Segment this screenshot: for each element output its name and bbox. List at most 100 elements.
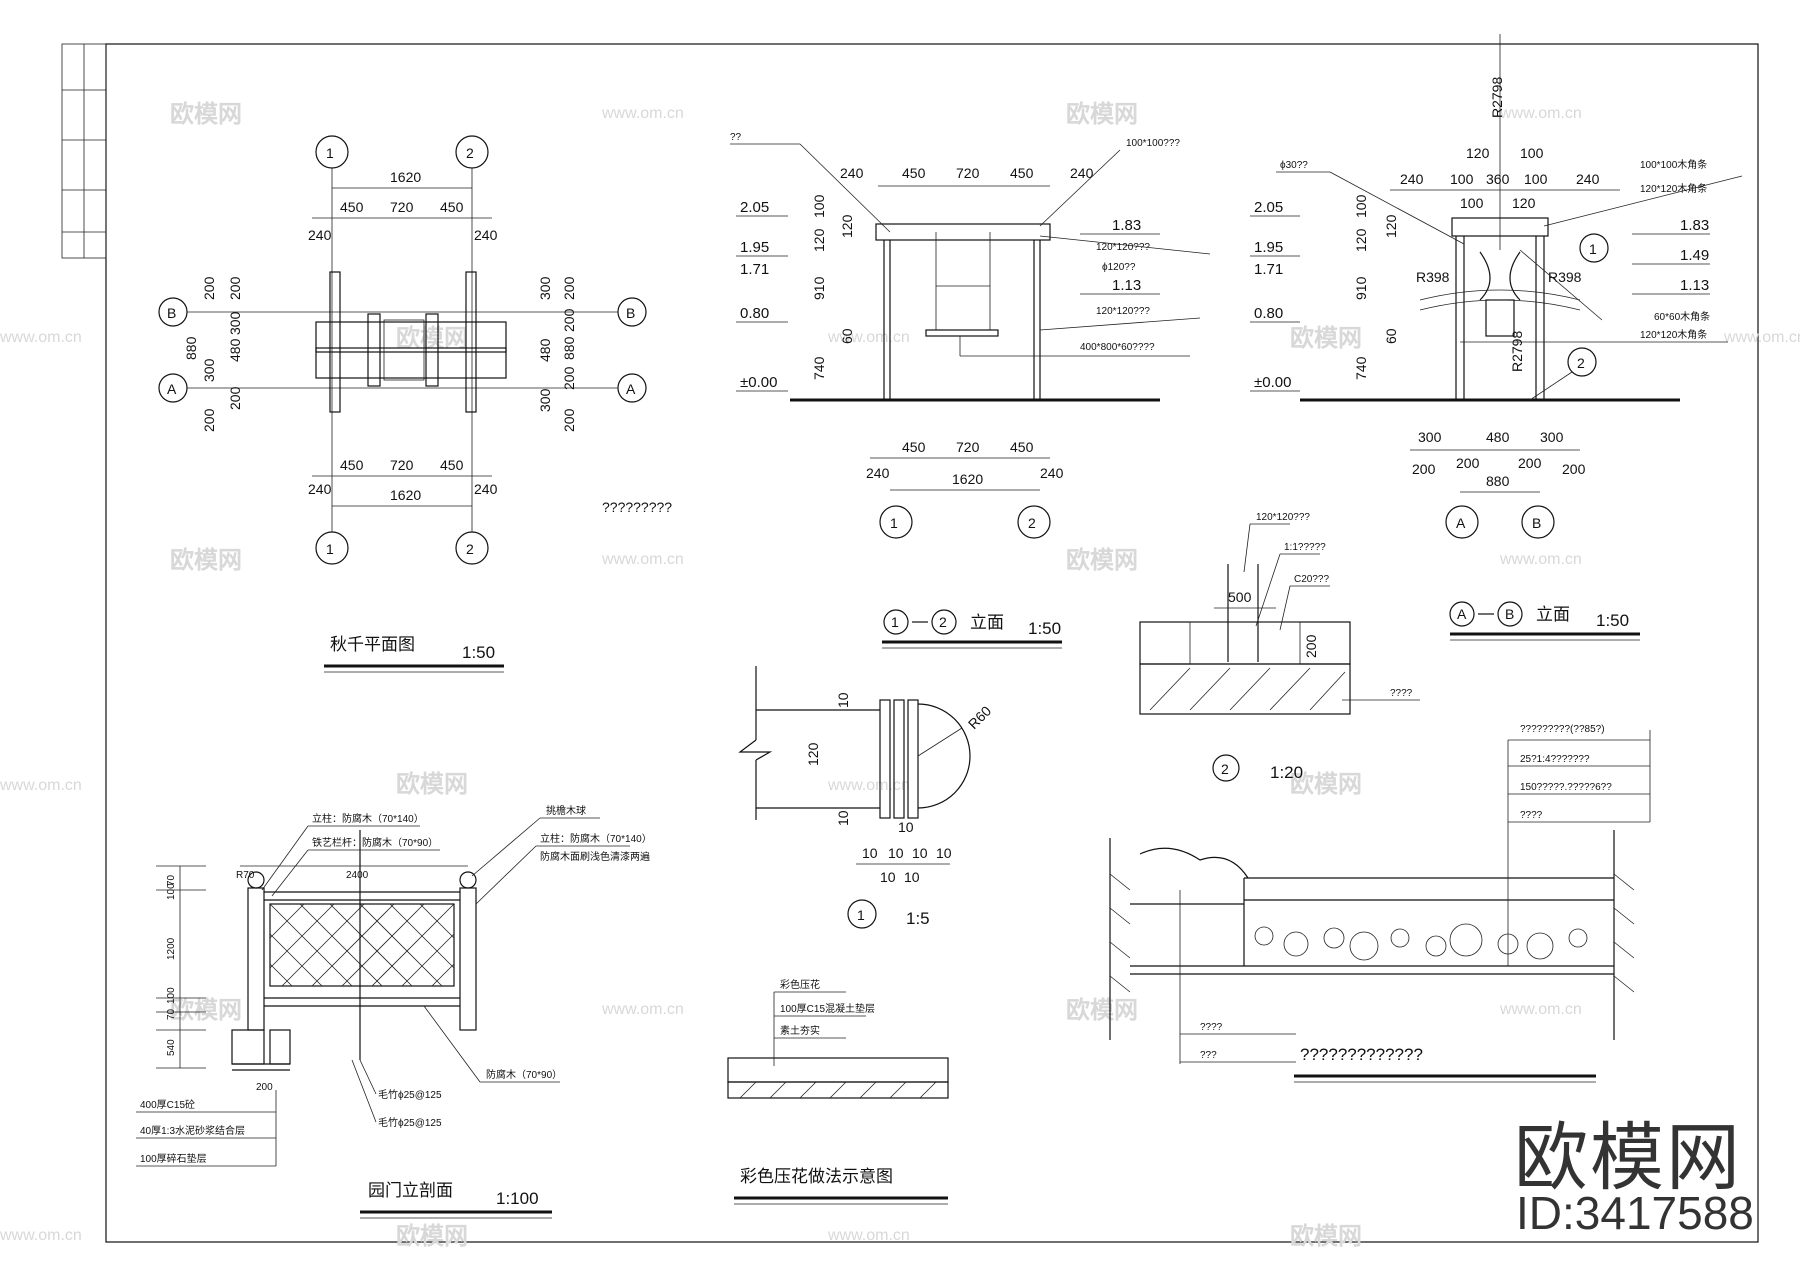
- dim-plan-x: 450: [440, 199, 464, 215]
- watermark-brand: 欧模网: [396, 324, 468, 352]
- elevab-title-a: A: [1457, 606, 1467, 622]
- radius-label: R2798: [1489, 77, 1505, 118]
- section-left-note: ???: [1200, 1050, 1217, 1061]
- vdim-elev12: 740: [811, 356, 827, 380]
- gate-vdim: 1200: [166, 937, 177, 960]
- vdim-elevab: 60: [1383, 328, 1399, 344]
- note-elevab: 60*60木角条: [1654, 310, 1710, 323]
- watermark-brand: 欧模网: [396, 770, 468, 798]
- gate-legend: 400厚C15砼: [140, 1098, 195, 1111]
- watermark-url: www.om.cn: [0, 329, 82, 346]
- dim-plan-y: 300: [201, 358, 217, 382]
- vdim-elev12: 910: [811, 276, 827, 300]
- note-elev12: 100*100???: [1126, 138, 1180, 149]
- note-detail2: C20???: [1294, 574, 1329, 585]
- detail1-radius: R60: [965, 702, 995, 732]
- callout-label: 1: [1589, 241, 1597, 257]
- elevation-1-2: 240 450 720 450 240 2.05 1.95 1.71 0.80 …: [730, 132, 1211, 649]
- dim-elev12-total: 1620: [952, 471, 983, 487]
- gate-note: 防腐木面刷浅色清漆两遍: [540, 850, 650, 863]
- dim-plan-x: 450: [440, 457, 464, 473]
- dim-elev12-top: 450: [902, 165, 926, 181]
- level-mark: 2.05: [740, 199, 769, 216]
- dim-elev12-bottom: 450: [902, 439, 926, 455]
- right-level: 1.13: [1112, 277, 1141, 294]
- cross-section-detail: ?????????(??85?) 25?1:4??????? 150?????.…: [1109, 724, 1651, 1083]
- watermark-url: www.om.cn: [1499, 105, 1582, 122]
- dim-elevab-small: 200: [1456, 455, 1480, 471]
- elevab-scale: 1:50: [1596, 611, 1629, 630]
- detail-1-rod-end: R60 120 10 10 10 10 10 10 10 10 10 1 1:5: [738, 666, 995, 929]
- vdim-elevab: 910: [1353, 276, 1369, 300]
- detail1-dim: 10: [912, 845, 928, 861]
- gate-note: 立柱：防腐木（70*140）: [540, 832, 652, 845]
- dim-plan-total: 1620: [390, 169, 421, 185]
- callout-label: 2: [1577, 355, 1585, 371]
- dim-plan-y: 200: [561, 276, 577, 300]
- note-elev12: 120*120???: [1096, 306, 1150, 317]
- dim-elevab-small: 200: [1518, 455, 1542, 471]
- dim-plan-y: 200: [227, 386, 243, 410]
- detail2-scale: 1:20: [1270, 763, 1303, 782]
- elev12-scale: 1:50: [1028, 619, 1061, 638]
- gate-footing: 200: [256, 1082, 273, 1093]
- gate-bar: 毛竹ϕ25@125: [378, 1088, 442, 1101]
- dim-elevab-top: 240: [1576, 171, 1600, 187]
- dim-detail2: 200: [1303, 634, 1319, 658]
- dim-elev12-top: 240: [840, 165, 864, 181]
- detail1-label: 1: [857, 907, 865, 923]
- elev12-title-word: 立面: [970, 613, 1004, 632]
- watermark-url: www.om.cn: [1499, 1001, 1582, 1018]
- dim-plan-y: 480: [537, 338, 553, 362]
- detail1-dim: 10: [904, 869, 920, 885]
- watermark-url: www.om.cn: [601, 105, 684, 122]
- detail1-dim: 10: [888, 845, 904, 861]
- note-elev12: ϕ120??: [1102, 262, 1136, 273]
- gate-radius: R70: [236, 870, 255, 881]
- vdim-elev12: 100: [811, 194, 827, 218]
- detail2-label: 2: [1221, 761, 1229, 777]
- axis-b-label: B: [167, 305, 176, 321]
- radius-label: R2798: [1509, 331, 1525, 372]
- dim-plan-y: 300: [537, 276, 553, 300]
- axis-2-label: 2: [466, 145, 474, 161]
- axis-1-label: 1: [890, 515, 898, 531]
- plan-note: ?????????: [602, 499, 672, 515]
- gate-bottom-note: 防腐木（70*90）: [486, 1068, 562, 1081]
- dim-elevab-top: 100: [1460, 195, 1484, 211]
- right-level: 1.83: [1680, 217, 1709, 234]
- paving-note: 素土夯实: [780, 1024, 820, 1037]
- level-mark: 1.71: [740, 261, 769, 278]
- dim-elevab-bottom: 300: [1418, 429, 1442, 445]
- watermark-brand: 欧模网: [170, 100, 242, 128]
- dim-detail2: 500: [1228, 589, 1252, 605]
- dim-plan-y: 300: [227, 311, 243, 335]
- watermark-url: www.om.cn: [601, 1001, 684, 1018]
- dim-plan-x: 720: [390, 199, 414, 215]
- sheet-border: [105, 43, 1759, 1243]
- note-elev12: ??: [730, 132, 742, 143]
- section-left-note: ????: [1200, 1022, 1223, 1033]
- level-mark: 1.95: [1254, 239, 1283, 256]
- axis-2-label: 2: [1028, 515, 1036, 531]
- dim-plan-y: 300: [537, 388, 553, 412]
- section-note: 150?????.?????6??: [1520, 782, 1612, 793]
- gate-title: 园门立剖面: [368, 1181, 453, 1200]
- gate-bar: 毛竹ϕ25@125: [378, 1116, 442, 1129]
- dim-elevab-top: 120: [1512, 195, 1536, 211]
- dim-plan-y: 200: [227, 276, 243, 300]
- gate-vdim: 540: [166, 1039, 177, 1056]
- model-id: ID:3417588: [1516, 1187, 1754, 1239]
- swing-plan-view: 1 2 1 2 B A B A 1620 450 720 450 240 240…: [158, 135, 672, 673]
- dim-plan-y: 200: [561, 308, 577, 332]
- dim-plan-x: 450: [340, 457, 364, 473]
- level-mark: 2.05: [1254, 199, 1283, 216]
- dim-elevab-small: 200: [1562, 461, 1586, 477]
- vdim-elevab: 120: [1383, 214, 1399, 238]
- elev12-title-b: 2: [939, 614, 947, 630]
- watermark-brand: 欧模网: [1290, 1222, 1362, 1250]
- right-level: 1.13: [1680, 277, 1709, 294]
- level-mark: 0.80: [740, 305, 769, 322]
- watermark-brand: 欧模网: [1066, 996, 1138, 1024]
- dim-plan-y: 200: [201, 276, 217, 300]
